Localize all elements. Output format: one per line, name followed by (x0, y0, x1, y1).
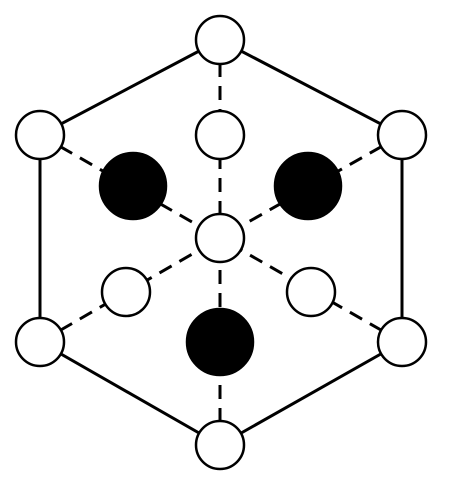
open-circle-inner-top (194, 109, 246, 161)
open-circle-top (194, 14, 246, 66)
solid-edges (38, 38, 404, 447)
filled-circle-filled-upper-right (273, 151, 343, 221)
solid-edge-top-upper-left (39, 38, 221, 137)
open-circle-center (194, 212, 246, 264)
open-circle-inner-lower-left (100, 266, 152, 318)
open-circle-upper-right (376, 109, 428, 161)
open-circle-upper-left (14, 109, 66, 161)
open-circle-bottom (194, 419, 246, 471)
open-circle-lower-right (376, 316, 428, 368)
filled-circle-filled-upper-left (98, 151, 168, 221)
solid-edge-lower-left-bottom (39, 340, 221, 447)
filled-circle-filled-bottom (185, 307, 255, 377)
nodes (14, 14, 428, 471)
open-circle-inner-lower-right (285, 266, 337, 318)
solid-edge-lower-right-bottom (219, 340, 403, 447)
solid-edge-top-upper-right (219, 38, 403, 137)
open-circle-lower-left (14, 316, 66, 368)
